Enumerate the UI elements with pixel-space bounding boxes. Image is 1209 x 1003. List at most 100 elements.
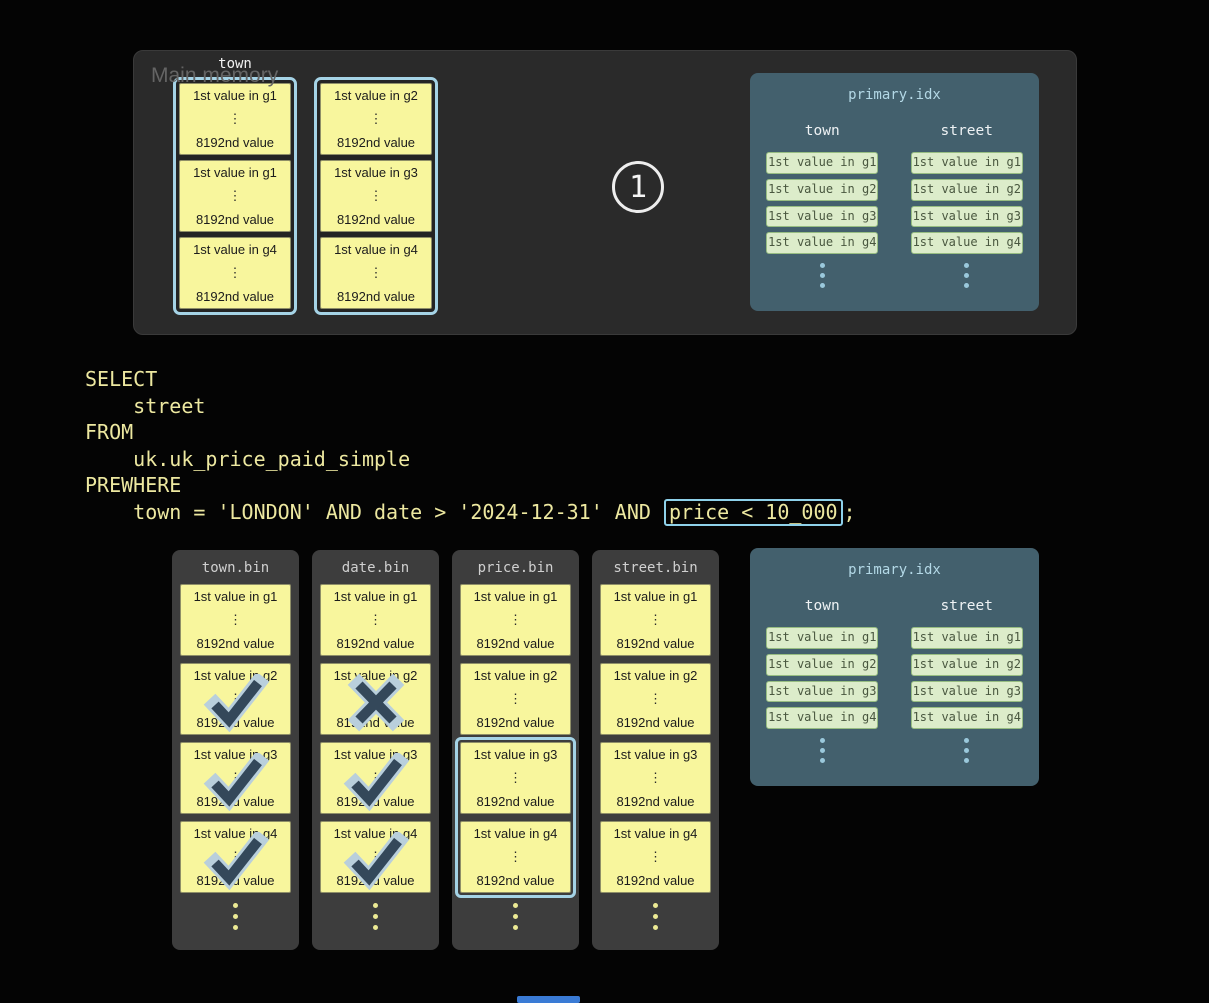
granule-last-value: 8192nd value: [336, 635, 415, 651]
dot: [964, 758, 970, 764]
index-entry: 1st value in g1: [910, 152, 1023, 174]
granule-ellipsis: ⋮: [228, 264, 242, 280]
granule-block: 1st value in g2⋮8192nd value: [460, 663, 571, 735]
primary-index-title: primary.idx: [848, 87, 941, 103]
granule-first-value: 1st value in g4: [473, 826, 558, 841]
dot: [513, 903, 518, 908]
granule-block: 1st value in g4⋮8192nd value: [460, 821, 571, 893]
index-column-header-street: street: [940, 123, 993, 139]
granule-block: 1st value in g1⋮8192nd value: [600, 584, 711, 656]
index-entry: 1st value in g4: [910, 232, 1023, 255]
memory-column-label: town: [218, 56, 252, 72]
granule-last-value: 8192nd value: [196, 714, 275, 730]
sql-line: street: [85, 393, 856, 420]
index-entry: 1st value in g2: [766, 653, 879, 676]
granule-ellipsis: ⋮: [369, 690, 382, 706]
granule-last-value: 8192nd value: [476, 872, 555, 888]
granule-last-value: 8192nd value: [336, 134, 416, 150]
granule-last-value: 8192nd value: [476, 793, 555, 809]
dot: [964, 273, 970, 279]
granule-first-value: 1st value in g3: [613, 747, 698, 762]
index-entry: 1st value in g3: [910, 205, 1023, 228]
granule-block: 1st value in g4⋮8192nd value: [600, 821, 711, 893]
ellipsis-dots: [964, 738, 970, 764]
granule-ellipsis: ⋮: [228, 187, 242, 203]
granule-last-value: 8192nd value: [336, 288, 416, 304]
granule-last-value: 8192nd value: [196, 635, 275, 651]
index-entry: 1st value in g2: [910, 178, 1023, 201]
index-entry: 1st value in g4: [766, 232, 879, 255]
bin-ellipsis-dots: [600, 903, 711, 930]
granule-last-value: 8192nd value: [196, 872, 275, 888]
granule-ellipsis: ⋮: [509, 769, 522, 785]
granule-last-value: 8192nd value: [616, 714, 695, 730]
granule-block: 1st value in g4⋮8192nd value: [320, 821, 431, 893]
index-entry: 1st value in g1: [766, 152, 879, 174]
granule-block: 1st value in g3⋮8192nd value: [320, 160, 432, 232]
granule-last-value: 8192nd value: [616, 872, 695, 888]
granule-first-value: 1st value in g2: [193, 668, 278, 683]
bin-ellipsis-dots: [180, 903, 291, 930]
granule-block: 1st value in g4 ⋮ 8192nd value: [180, 821, 291, 893]
sql-text: PREWHERE: [85, 473, 182, 497]
dot: [653, 903, 658, 908]
granule-block: 1st value in g3⋮8192nd value: [180, 742, 291, 814]
bin-ellipsis-dots: [320, 903, 431, 930]
granule-first-value: 1st value in g3: [193, 747, 278, 762]
granule-first-value: 1st value in g2: [613, 668, 698, 683]
granule-ellipsis: ⋮: [369, 769, 382, 785]
main-memory-label: Main memory: [151, 64, 279, 87]
granule-first-value: 1st value in g2: [333, 668, 418, 683]
granule-ellipsis: ⋮: [649, 690, 662, 706]
dot: [233, 925, 238, 930]
granule-last-value: 8192nd value: [336, 211, 416, 227]
dot: [819, 748, 825, 754]
granule-first-value: 1st value in g1: [473, 589, 558, 604]
step-1-badge: 1: [612, 161, 664, 213]
sql-text: town = 'LONDON' AND date > '2024-12-31' …: [85, 499, 663, 524]
index-entry: 1st value in g3: [766, 680, 879, 703]
bin-ellipsis-dots: [460, 903, 571, 930]
index-entry: 1st value in g1: [910, 627, 1023, 649]
index-entry: 1st value in g4: [910, 707, 1023, 730]
index-entry: 1st value in g4: [766, 707, 879, 730]
granule-block: 1st value in g2 ⋮ 8192nd value: [600, 663, 711, 735]
dot: [819, 263, 825, 269]
dot: [964, 263, 970, 269]
sql-text: uk.uk_price_paid_simple: [85, 446, 411, 471]
granule-first-value: 1st value in g4: [193, 826, 278, 841]
index-entry: 1st value in g1: [766, 627, 879, 649]
granule-ellipsis: ⋮: [229, 690, 242, 706]
granule-last-value: 8192nd value: [195, 134, 275, 150]
sql-line: SELECT: [85, 366, 856, 393]
granule-first-value: 1st value in g4: [613, 826, 698, 841]
dot: [964, 748, 970, 754]
granule-block: 1st value in g1⋮8192nd value: [460, 584, 571, 656]
granule-last-value: 8192nd value: [616, 635, 695, 651]
granule-last-value: 8192nd value: [616, 793, 695, 809]
granule-first-value: 1st value in g1: [333, 589, 418, 604]
sql-text: street: [85, 393, 206, 418]
granule-first-value: 1st value in g2: [334, 88, 418, 103]
index-entries-street: 1st value in g1 1st value in g2 1st value …: [910, 152, 1023, 255]
granule-block: 1st value in g1⋮8192nd value: [320, 584, 431, 656]
granule-ellipsis: ⋮: [229, 769, 242, 785]
granule-last-value: 8192nd value: [336, 872, 415, 888]
index-entry: 1st value in g3: [910, 680, 1023, 703]
step-number: 1: [628, 169, 648, 205]
granule-ellipsis: ⋮: [229, 848, 242, 864]
granule-ellipsis: ⋮: [649, 611, 662, 627]
